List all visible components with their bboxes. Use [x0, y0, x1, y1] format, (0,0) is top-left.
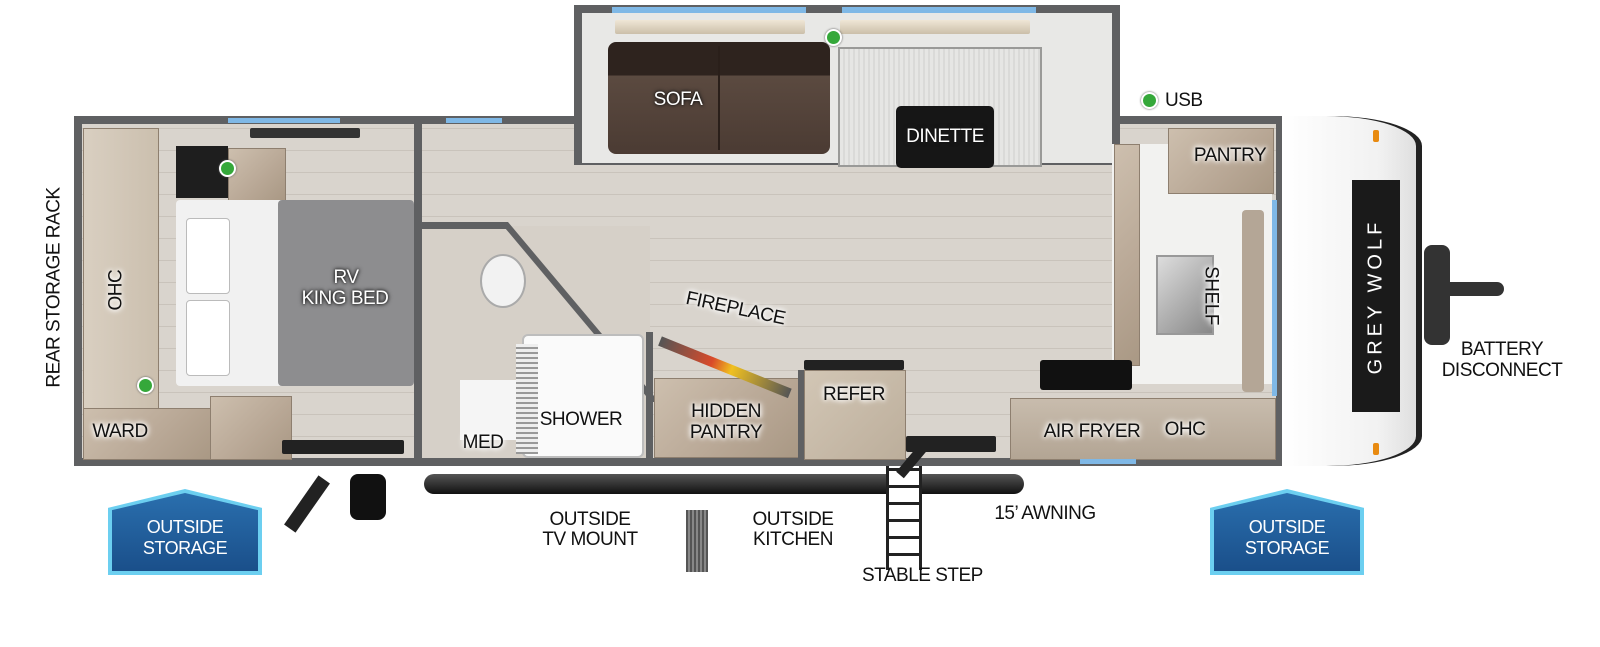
- pantry-wall: [798, 370, 804, 458]
- bathroom-wall-right: [646, 332, 653, 458]
- slideout-window-right: [842, 7, 1036, 13]
- usb-port-icon: [219, 160, 236, 177]
- kitchen-sink: [1156, 255, 1214, 335]
- stable-step-label: STABLE STEP: [862, 565, 983, 586]
- refrigerator: [804, 370, 906, 460]
- hitch-tongue: [1448, 282, 1504, 296]
- brand-logo-panel: [1352, 180, 1400, 412]
- shelf: [1242, 210, 1264, 392]
- marker-light-bottom: [1373, 443, 1379, 455]
- nightstand-cabinet: [228, 148, 286, 202]
- toilet: [480, 254, 526, 308]
- pillow-bottom: [186, 300, 230, 376]
- badge-shape: [1214, 493, 1360, 571]
- tv-bedroom: [250, 128, 360, 138]
- slideout-window-left: [612, 7, 806, 13]
- marker-light-top: [1373, 130, 1379, 142]
- shower-label: SHOWER: [539, 409, 623, 430]
- med-label: MED: [462, 432, 504, 453]
- valance-left: [615, 20, 805, 34]
- outside-kitchen-unit: [686, 510, 708, 572]
- rear-stabilizer: [284, 475, 330, 533]
- outside-tv-mount-line2: TV MOUNT: [542, 529, 638, 550]
- battery-disconnect-line2: DISCONNECT: [1441, 360, 1563, 381]
- awning-roller: [424, 474, 1024, 494]
- rear-storage-rack-label: REAR STORAGE RACK: [43, 187, 65, 388]
- valance-right: [840, 20, 1030, 34]
- outside-storage-left-badge: OUTSIDE STORAGE: [108, 489, 262, 575]
- kitchen-ohc-label: OHC: [1164, 419, 1206, 440]
- sofa-seam: [718, 46, 720, 150]
- outside-storage-right-line1: OUTSIDE: [1248, 517, 1326, 537]
- stove: [1040, 360, 1132, 390]
- battery-disconnect-line1: BATTERY: [1460, 339, 1544, 360]
- awning-label: 15’ AWNING: [994, 503, 1096, 524]
- ohc-rear-label: OHC: [105, 269, 127, 311]
- bed-spread: [278, 200, 414, 386]
- vanity-sink: [460, 380, 520, 440]
- shower-door: [516, 344, 538, 454]
- usb-legend-icon: [1141, 92, 1158, 109]
- front-window: [1272, 200, 1277, 396]
- stable-step: [886, 466, 922, 570]
- air-fryer-cabinet: [1010, 398, 1276, 460]
- wardrobe-drawers: [210, 396, 292, 460]
- outside-kitchen-line2: KITCHEN: [753, 529, 833, 550]
- pantry-label: PANTRY: [1193, 145, 1267, 166]
- hidden-pantry-line2: PANTRY: [689, 422, 763, 443]
- kitchen-window: [1080, 459, 1136, 464]
- brand-logo-text: GREY WOLF: [1364, 218, 1387, 375]
- outside-storage-left-line2: STORAGE: [142, 538, 228, 558]
- bedroom-step: [282, 440, 404, 454]
- dinette-table: [896, 106, 994, 168]
- bathroom-window: [446, 118, 502, 123]
- usb-legend-label: USB: [1165, 90, 1203, 111]
- hitch-coupler: [1424, 245, 1450, 345]
- kitchen-side-cabinet: [1114, 144, 1140, 366]
- outside-storage-left-line1: OUTSIDE: [146, 517, 224, 537]
- sofa-label: SOFA: [653, 89, 703, 110]
- outside-tv-mount-line1: OUTSIDE: [549, 509, 631, 530]
- usb-port-icon: [825, 29, 842, 46]
- outside-storage-right-line2: STORAGE: [1244, 538, 1330, 558]
- bedroom-partition: [414, 124, 422, 458]
- outside-storage-right-badge: OUTSIDE STORAGE: [1210, 489, 1364, 575]
- pantry-cabinet: [1168, 128, 1274, 194]
- refer-top: [804, 360, 904, 370]
- usb-port-icon: [137, 377, 154, 394]
- dinette-label: DINETTE: [906, 126, 984, 147]
- hidden-pantry-line1: HIDDEN: [691, 401, 761, 422]
- outside-kitchen-line1: OUTSIDE: [752, 509, 834, 530]
- bedroom-window: [228, 118, 340, 123]
- ohc-rear-cabinet: [83, 128, 159, 410]
- badge-shape: [112, 493, 258, 571]
- pillow-top: [186, 218, 230, 294]
- bathroom-wall-top: [422, 222, 506, 229]
- bed-label-line2: KING BED: [301, 288, 389, 309]
- spare-tire: [350, 474, 386, 520]
- air-fryer-label: AIR FRYER: [1043, 421, 1141, 442]
- ward-label: WARD: [92, 421, 148, 442]
- bed-label-line1: RV: [333, 267, 359, 288]
- shower-pan: [522, 334, 644, 458]
- refer-label: REFER: [823, 384, 885, 405]
- wardrobe: [83, 408, 213, 460]
- shelf-label: SHELF: [1200, 266, 1222, 325]
